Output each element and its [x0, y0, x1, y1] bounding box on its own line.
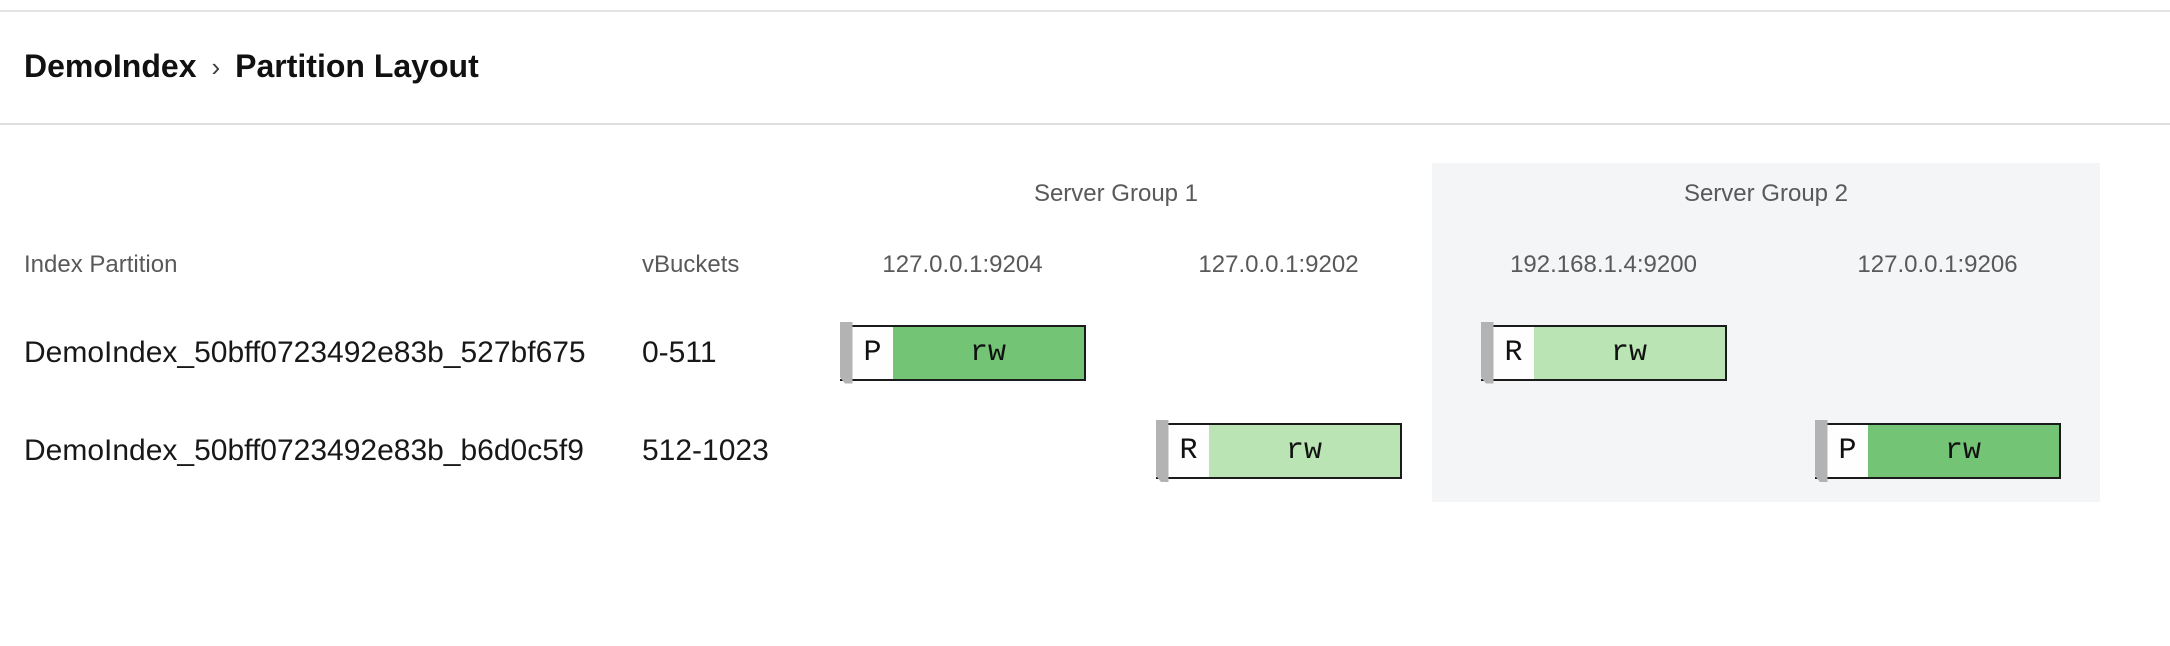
vbuckets-range-text: 512-1023: [642, 434, 769, 467]
page-title: Partition Layout: [235, 48, 479, 84]
column-header-text: vBuckets: [642, 251, 740, 278]
group-label-server-group-1: Server Group 1: [800, 163, 1432, 225]
badge-strip: [1480, 321, 1494, 384]
partition-badge[interactable]: P rw: [1814, 420, 2061, 482]
group-label-text: Server Group 1: [1033, 180, 1199, 207]
badge-access-label: rw: [892, 326, 1084, 379]
badge-role-label: P: [1827, 425, 1868, 477]
node-address: 127.0.0.1:9202: [1198, 251, 1359, 278]
partition-badge[interactable]: P rw: [839, 321, 1086, 384]
vbuckets-range-text: 0-511: [642, 335, 717, 369]
breadcrumb: DemoIndex › Partition Layout: [24, 44, 479, 88]
column-header-vbuckets: vBuckets: [642, 225, 800, 305]
badge-access-label: rw: [1208, 425, 1400, 477]
node-address: 127.0.0.1:9206: [1857, 251, 2018, 278]
partition-name-text: DemoIndex_50bff0723492e83b_b6d0c5f9: [24, 434, 584, 467]
column-header-index-partition: Index Partition: [24, 225, 642, 305]
node-header: 127.0.0.1:9202: [1125, 225, 1432, 305]
table-row-vbuckets: 0-511: [642, 305, 800, 400]
group-label-server-group-2: Server Group 2: [1432, 163, 2100, 225]
chevron-right-icon: ›: [211, 52, 221, 82]
header-divider: [0, 123, 2170, 125]
top-divider: [0, 10, 2170, 12]
badge-access-label: rw: [1867, 425, 2059, 477]
table-row-vbuckets: 512-1023: [642, 400, 800, 502]
badge-role-label: P: [852, 326, 893, 379]
partition-badge-cell: P rw: [800, 305, 1125, 400]
partition-badge-cell: R rw: [1125, 400, 1432, 502]
partition-badge[interactable]: R rw: [1480, 321, 1727, 384]
node-header: 192.168.1.4:9200: [1432, 225, 1775, 305]
node-address: 192.168.1.4:9200: [1510, 251, 1697, 278]
partition-badge-cell: R rw: [1432, 305, 1775, 400]
partition-layout-table: Server Group 1 Server Group 2 Index Part…: [0, 163, 2100, 502]
badge-strip: [1814, 420, 1828, 482]
group-label-text: Server Group 2: [1683, 180, 1849, 207]
partition-grid: Server Group 1 Server Group 2 Index Part…: [0, 163, 2100, 502]
table-row-partition-name: DemoIndex_50bff0723492e83b_b6d0c5f9: [24, 400, 642, 502]
partition-badge[interactable]: R rw: [1155, 420, 1402, 482]
badge-strip: [1155, 420, 1169, 482]
breadcrumb-index-name[interactable]: DemoIndex: [24, 48, 197, 84]
table-row-partition-name: DemoIndex_50bff0723492e83b_527bf675: [24, 305, 642, 400]
node-header: 127.0.0.1:9204: [800, 225, 1125, 305]
badge-access-label: rw: [1533, 326, 1725, 379]
column-header-text: Index Partition: [24, 251, 178, 278]
node-header: 127.0.0.1:9206: [1775, 225, 2100, 305]
badge-role-label: R: [1168, 425, 1209, 477]
partition-badge-cell: P rw: [1775, 400, 2100, 502]
badge-strip: [839, 321, 853, 384]
node-address: 127.0.0.1:9204: [882, 251, 1043, 278]
partition-name-text: DemoIndex_50bff0723492e83b_527bf675: [24, 335, 586, 369]
badge-role-label: R: [1493, 326, 1534, 379]
